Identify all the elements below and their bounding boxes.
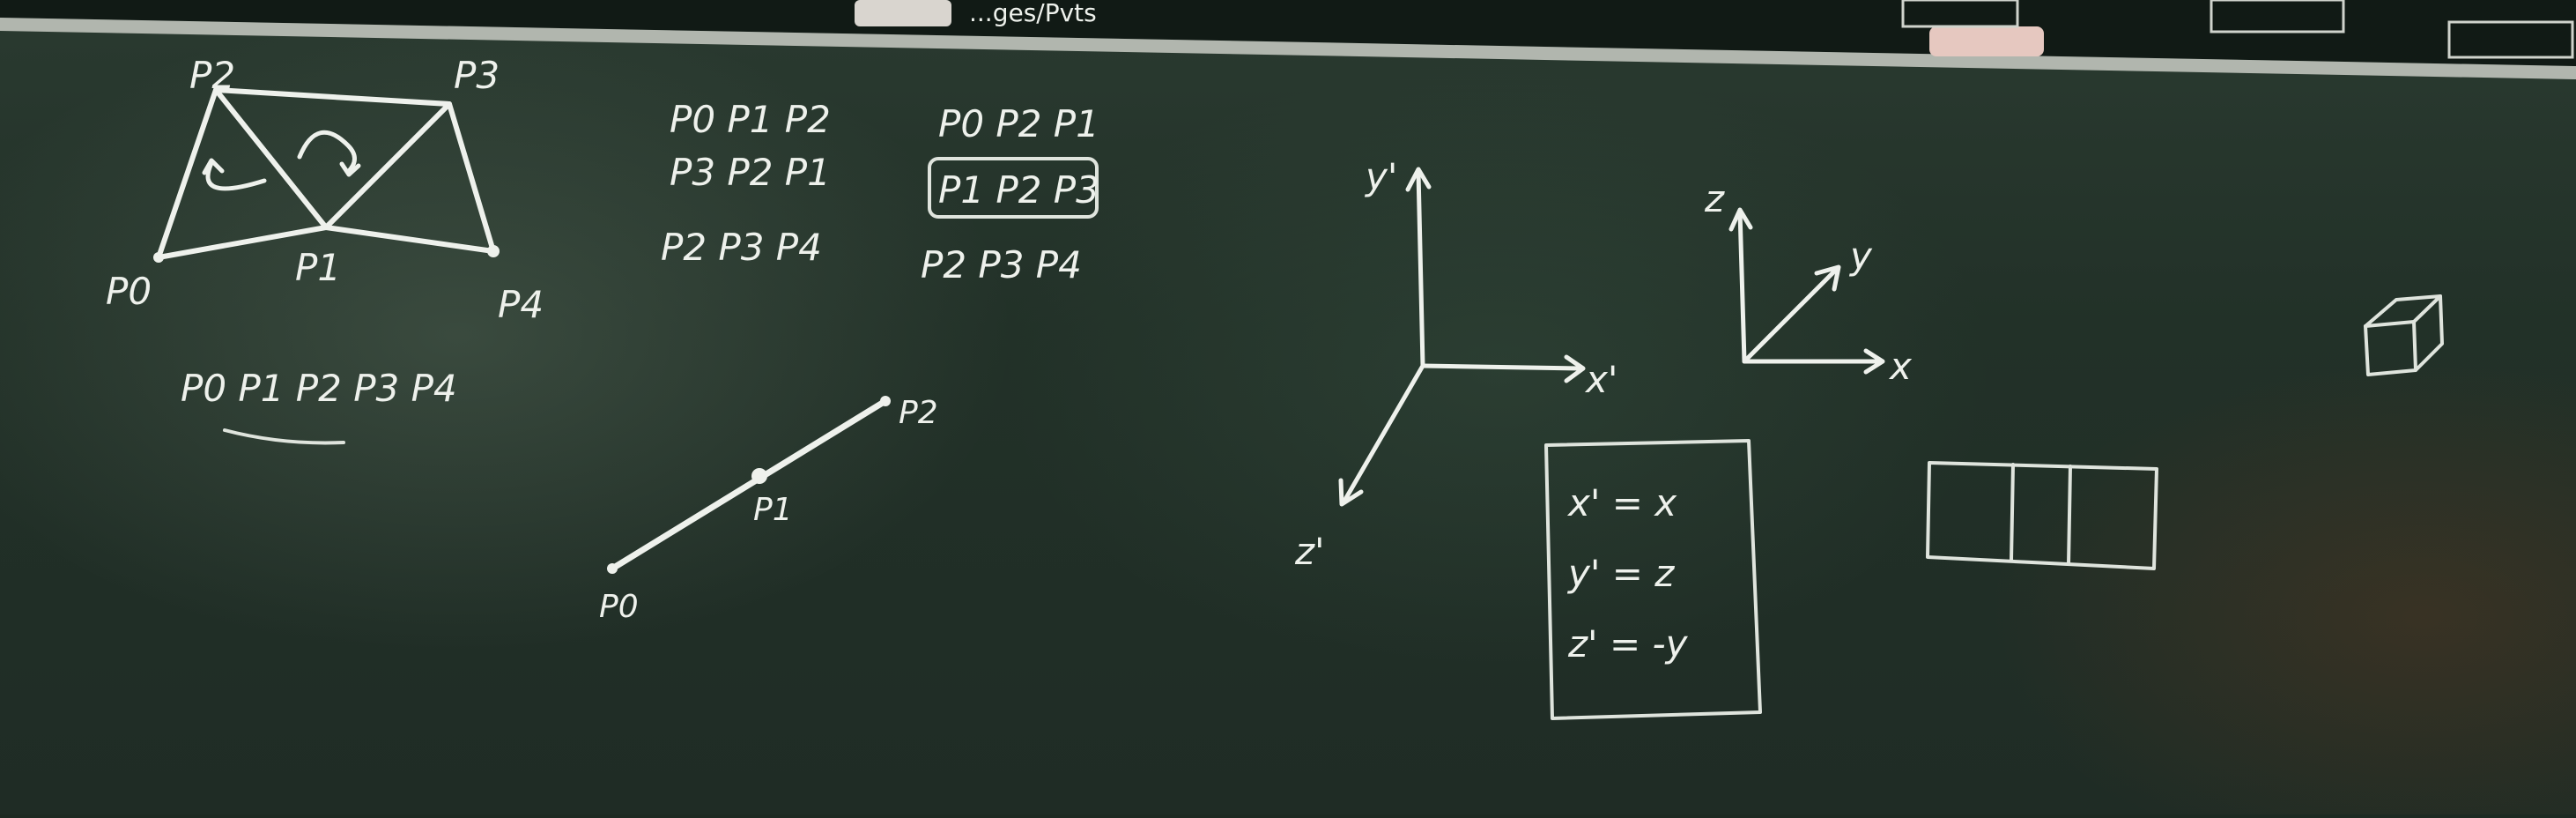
tri2-row1: P0 P2 P1: [938, 102, 1099, 145]
axis-label-x-prime: x': [1584, 358, 1617, 401]
tri1-row2: P3 P2 P1: [670, 151, 831, 194]
segment-label-p2: P2: [899, 395, 938, 431]
tri2-row2-boxed: P1 P2 P3: [938, 168, 1099, 212]
vertex-sequence: P0 P1 P2 P3 P4: [181, 367, 457, 445]
label-p1: P1: [295, 246, 341, 289]
cube-sketch: [2364, 294, 2444, 376]
mapping-box: x' = x y' = z z' = -y: [1544, 439, 1762, 720]
tri1-row1: P0 P1 P2: [670, 98, 831, 141]
segment-label-p0: P0: [599, 589, 639, 625]
axis-label-z: z: [1704, 177, 1725, 220]
mapping-line-1: x' = x: [1566, 481, 1677, 524]
mapping-line-2: y' = z: [1566, 552, 1675, 595]
line-segment: P0 P1 P2: [599, 395, 938, 625]
label-p2: P2: [189, 54, 235, 97]
axes-world: z y x: [1704, 177, 1913, 388]
tri1-row3: P2 P3 P4: [661, 226, 822, 269]
triangle-list-2: P0 P2 P1 P1 P2 P3 P2 P3 P4: [921, 102, 1099, 286]
axis-label-y: y: [1848, 234, 1873, 278]
segment-label-p1: P1: [753, 492, 793, 528]
label-p0: P0: [106, 270, 152, 313]
mesh-diagram: P2 P3 P0 P1 P4: [106, 54, 544, 326]
top-strip-text: ...ges/Pvts: [969, 0, 1097, 27]
axes-primed: y' x' z': [1294, 155, 1617, 573]
chalk-tray-clip-right: [1929, 26, 2044, 56]
label-p3: P3: [454, 54, 500, 97]
mapping-line-3: z' = -y: [1567, 622, 1689, 666]
triangle-list-1: P0 P1 P2 P3 P2 P1 P2 P3 P4: [661, 98, 831, 269]
vertex-sequence-text: P0 P1 P2 P3 P4: [181, 367, 457, 410]
axis-label-y-prime: y': [1364, 155, 1397, 198]
label-p4: P4: [498, 283, 544, 326]
tri2-row3: P2 P3 P4: [921, 243, 1082, 286]
axis-label-x: x: [1888, 345, 1913, 388]
top-rail: ...ges/Pvts: [0, 0, 2576, 79]
chalk-tray-clip-left: [855, 0, 951, 26]
axis-label-z-prime: z': [1294, 530, 1325, 573]
three-cell-grid: [1926, 461, 2158, 570]
